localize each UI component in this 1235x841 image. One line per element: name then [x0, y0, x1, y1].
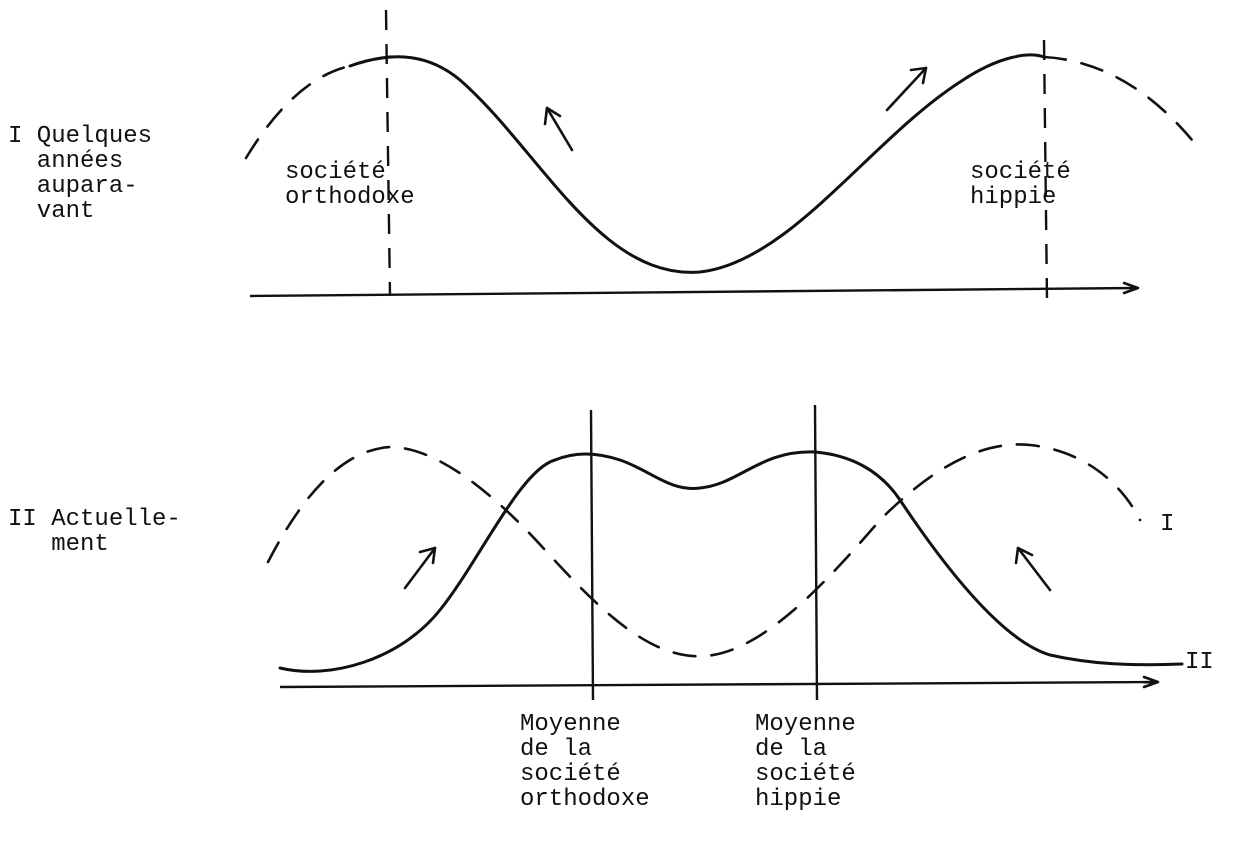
top-axis-arrowhead: [1122, 281, 1140, 295]
top-hippie-divider: [1042, 39, 1049, 301]
hippie-mean-label: Moyenne de la société hippie: [755, 711, 856, 813]
bottom-axis-arrowhead: [1142, 675, 1160, 689]
top-panel-label: I Quelques années aupara- vant: [8, 123, 153, 225]
bottom-arrow-right: [1014, 546, 1052, 592]
top-orthodox-label: société orthodoxe: [285, 159, 415, 211]
top-curve-solid: [348, 53, 1046, 274]
bottom-hippie-mean-line: [813, 404, 819, 701]
top-arrow-left: [543, 106, 574, 152]
bottom-orthodox-mean-line: [589, 409, 595, 701]
bottom-arrow-left: [403, 546, 437, 590]
top-curve-left-dashed: [244, 64, 352, 160]
curve-ii-label: II: [1185, 649, 1214, 676]
bottom-axis: [279, 680, 1159, 689]
top-orthodox-divider: [384, 9, 392, 297]
top-hippie-label: société hippie: [970, 159, 1071, 211]
curve-i-dashed: [266, 443, 1142, 658]
curve-ii: [278, 450, 1184, 673]
top-axis: [249, 286, 1139, 298]
bottom-panel-label: II Actuelle- ment: [8, 506, 181, 558]
curve-i-label: I: [1160, 511, 1175, 538]
orthodox-mean-label: Moyenne de la société orthodoxe: [520, 711, 650, 813]
top-curve-right-dashed: [1042, 55, 1194, 142]
top-arrow-right: [885, 66, 928, 112]
